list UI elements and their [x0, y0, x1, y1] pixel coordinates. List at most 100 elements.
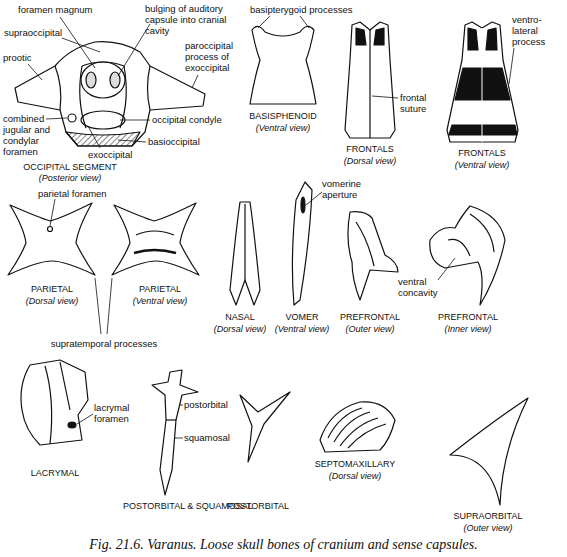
frontal-bone — [369, 30, 370, 138]
callout-label: frontal suture — [400, 92, 440, 114]
septomaxillary-bone — [334, 412, 370, 442]
vomer-bone — [301, 197, 305, 213]
view-label: (Ventral view) — [238, 123, 328, 134]
leader-line — [509, 48, 514, 84]
leader-line — [174, 438, 183, 439]
supraorbital-bone — [450, 398, 528, 505]
callout-label: basipterygoid processes — [250, 4, 365, 15]
view-label: (Inner view) — [436, 324, 500, 335]
callout-label: ventro-lateral process — [512, 14, 562, 47]
callout-label: combined jugular and condylar foramen — [3, 113, 59, 157]
postorbital-squamosal-bone — [166, 419, 176, 420]
callout-label: basioccipital — [148, 136, 218, 147]
frontal-bone — [345, 22, 395, 138]
prefrontal-bone — [430, 206, 505, 305]
frontal-bone — [374, 28, 384, 45]
bone-name: POSTORBITAL — [221, 501, 296, 512]
frontal-bone — [449, 125, 517, 135]
leader-line — [120, 120, 150, 121]
callout-label: occipital condyle — [152, 114, 242, 125]
leader-line — [180, 405, 183, 406]
bone-illustration — [8, 22, 528, 505]
view-label: (Dorsal view) — [315, 471, 395, 482]
occipital-bone — [86, 72, 96, 88]
bone-name: FRONTALS — [335, 144, 405, 155]
leader-line — [438, 258, 455, 280]
parietal-bone — [8, 203, 95, 275]
occipital-bone — [55, 66, 61, 110]
view-label: (Outer view) — [448, 523, 528, 534]
frontal-bone — [356, 28, 366, 45]
bone-name: BASISPHENOID — [238, 111, 328, 122]
occipital-bone — [110, 72, 120, 88]
postorbital-bone — [240, 392, 290, 462]
occipital-bone — [66, 132, 140, 146]
callout-label: supraoccipital — [4, 27, 74, 38]
bone-name: PREFRONTAL — [339, 312, 401, 323]
parietal-bone — [134, 250, 176, 253]
callout-label: parietal foramen — [38, 188, 128, 199]
parietal-bone — [8, 203, 95, 275]
leader-line — [107, 278, 112, 334]
callout-label: squamosal — [184, 432, 234, 443]
leader-line — [192, 75, 198, 88]
occipital-bone — [148, 66, 151, 110]
postorbital-bone — [240, 392, 290, 462]
bone-name: PREFRONTAL — [436, 312, 500, 323]
occipital-bone — [68, 114, 76, 122]
frontal-bone — [447, 22, 518, 142]
callout-label: supratemporal processes — [39, 338, 169, 349]
callout-label: lacrymal foramen — [94, 402, 144, 424]
prefrontal-bone — [470, 214, 494, 252]
frontal-bone — [447, 22, 518, 142]
callout-label: ventral concavity — [398, 276, 444, 298]
bone-name: SEPTOMAXILLARY — [310, 459, 400, 470]
bone-name: PARIETAL — [17, 284, 87, 295]
prefrontal-bone — [348, 212, 398, 300]
callout-label: prootic — [3, 52, 43, 63]
callout-label: foramen magnum — [18, 4, 98, 15]
lacrymal-bone — [60, 362, 70, 410]
view-label: (Ventral view) — [442, 160, 522, 171]
occipital-bone — [120, 66, 126, 128]
lacrymal-bone — [21, 360, 88, 445]
frontal-bone — [486, 28, 497, 50]
occipital-bone — [81, 62, 125, 98]
septomaxillary-bone — [320, 402, 395, 452]
leader-line — [372, 96, 398, 98]
parietal-bone — [112, 203, 199, 275]
callout-label: paroccipital process of exoccipital — [185, 40, 247, 73]
occipital-bone — [81, 111, 125, 129]
leader-line — [95, 278, 101, 334]
supraorbital-bone — [450, 398, 528, 505]
view-label: (Ventral view) — [271, 324, 333, 335]
lacrymal-bone — [45, 366, 52, 444]
septomaxillary-bone — [328, 408, 362, 438]
septomaxillary-bone — [348, 424, 386, 448]
callout-label: postorbital — [184, 399, 236, 410]
parietal-bone — [48, 227, 53, 232]
bone-name: OCCIPITAL SEGMENT — [10, 162, 130, 173]
leader-line — [60, 17, 95, 68]
parietal-bone — [136, 231, 174, 235]
frontal-bone — [468, 28, 478, 50]
view-label: (Ventral view) — [120, 296, 200, 307]
bone-name: POSTORBITAL & SQUAMOSAL — [123, 501, 207, 512]
view-label: (Outer view) — [339, 324, 401, 335]
leader-line — [28, 64, 42, 80]
view-label: (Dorsal view) — [209, 324, 271, 335]
callout-label: bulging of auditory capsule into cranial… — [145, 3, 245, 36]
lacrymal-bone — [21, 360, 88, 445]
nasal-bone — [230, 202, 260, 305]
septomaxillary-bone — [320, 402, 395, 452]
prefrontal-bone — [356, 222, 374, 266]
septomaxillary-bone — [340, 418, 378, 446]
view-label: (Dorsal view) — [335, 156, 405, 167]
bone-name: SUPRAORBITAL — [448, 511, 528, 522]
leader-line — [28, 16, 514, 438]
bone-name: LACRYMAL — [20, 468, 90, 479]
basisphenoid-bone — [250, 26, 316, 104]
leader-line — [306, 192, 322, 205]
